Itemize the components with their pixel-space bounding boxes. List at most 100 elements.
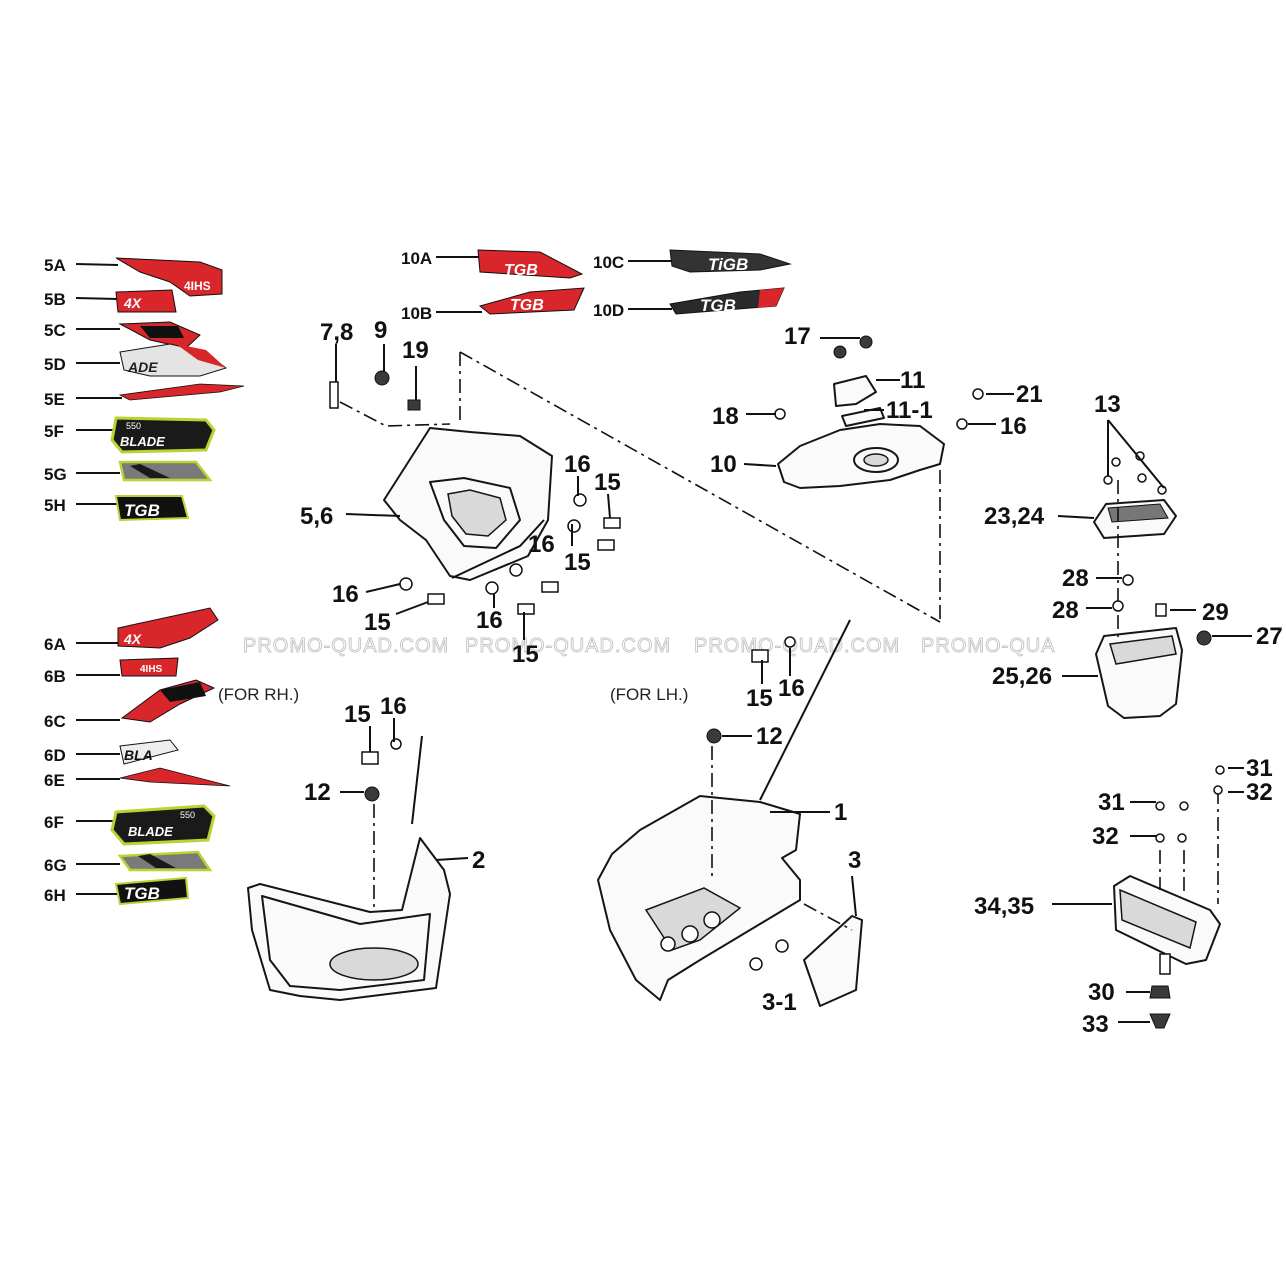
watermark-row: PROMO-QUAD.COM PROMO-QUAD.COM PROMO-QUAD…	[243, 635, 1056, 658]
decal-5f-cc: 550	[126, 421, 141, 431]
note-for-lh: (FOR LH.)	[610, 685, 688, 704]
label-6h: 6H	[44, 886, 66, 905]
label-10a: 10A	[401, 249, 432, 268]
callout-34-35: 34,35	[974, 893, 1034, 920]
decal-5d: 5D ADE	[44, 343, 228, 377]
decal-6f-cc: 550	[180, 810, 195, 820]
callout-12-b: 12	[756, 723, 783, 750]
label-5d: 5D	[44, 355, 66, 374]
label-6d: 6D	[44, 746, 66, 765]
callout-11: 11	[900, 367, 925, 394]
note-for-rh: (FOR RH.)	[218, 685, 299, 704]
label-5b: 5B	[44, 290, 66, 309]
decal-6c: 6C	[44, 679, 216, 731]
label-5a: 5A	[44, 256, 66, 275]
callout-15-a: 15	[594, 469, 621, 496]
decal-6a-text: 4X	[123, 631, 143, 647]
decal-10a-text: TGB	[504, 262, 538, 279]
decal-6d: 6D BLA	[44, 739, 179, 765]
hardware	[329, 335, 1225, 971]
watermark-4: PROMO-QUA	[921, 635, 1056, 657]
label-10c: 10C	[593, 253, 624, 272]
callout-16-g: 16	[778, 675, 805, 702]
callout-15-d: 15	[512, 641, 539, 668]
callout-15-c: 15	[364, 609, 391, 636]
decal-6f-text: BLADE	[128, 824, 173, 839]
callout-31-b: 31	[1098, 789, 1125, 816]
callout-31-a: 31	[1246, 755, 1273, 782]
mount-bracket	[1113, 875, 1221, 1029]
callout-30: 30	[1088, 979, 1115, 1006]
label-6b: 6B	[44, 667, 66, 686]
decal-6h: 6H TGB	[44, 876, 190, 906]
assembly-lines	[339, 351, 1219, 931]
decal-group-10: 10A TGB 10B TGB 10C TiGB 10D TGB	[401, 249, 792, 323]
watermark-2: PROMO-QUAD.COM	[465, 635, 671, 657]
decal-6e: 6E	[44, 767, 231, 790]
callout-15-f: 15	[746, 685, 773, 712]
callout-18: 18	[712, 403, 739, 430]
callout-16-c: 16	[332, 581, 359, 608]
front-side-panel	[383, 427, 553, 581]
decal-group-5: 5A 4IHS 5B 4X 5C 5D ADE 5E	[44, 256, 245, 522]
callout-5-6: 5,6	[300, 503, 333, 530]
decal-6g: 6G	[44, 850, 213, 875]
callout-33: 33	[1082, 1011, 1109, 1038]
storage-box-assembly	[1093, 499, 1212, 719]
decal-5d-text: ADE	[127, 359, 158, 375]
callout-28-a: 28	[1062, 565, 1089, 592]
decal-5b: 5B 4X	[44, 289, 177, 313]
label-10d: 10D	[593, 301, 624, 320]
decal-5c: 5C	[44, 321, 201, 349]
label-6g: 6G	[44, 856, 67, 875]
callout-9: 9	[374, 317, 387, 344]
callout-16-a: 16	[564, 451, 591, 478]
callout-29: 29	[1202, 599, 1229, 626]
decal-10b-text: TGB	[510, 297, 544, 314]
rear-fender-panel	[777, 375, 945, 489]
callout-32-a: 32	[1246, 779, 1273, 806]
callout-1: 1	[834, 799, 847, 826]
callout-16-f: 16	[380, 693, 407, 720]
decal-5h: 5H TGB	[44, 495, 190, 522]
callout-7-8: 7,8	[320, 319, 353, 346]
decal-6d-text: BLA	[124, 747, 153, 763]
decal-5h-text: TGB	[124, 501, 160, 520]
callout-13: 13	[1094, 391, 1121, 418]
label-10b: 10B	[401, 304, 432, 323]
callout-28-b: 28	[1052, 597, 1079, 624]
decal-5g: 5G	[44, 460, 213, 484]
callout-12-a: 12	[304, 779, 331, 806]
callout-16-b: 16	[528, 531, 555, 558]
decal-10a: 10A TGB	[401, 249, 584, 279]
decal-6b-text: 4IHS	[140, 664, 163, 675]
decal-10d-text: TGB	[700, 296, 736, 315]
watermark-1: PROMO-QUAD.COM	[243, 635, 449, 657]
callout-2: 2	[472, 847, 485, 874]
callout-27: 27	[1256, 623, 1283, 650]
decal-5a: 5A 4IHS	[44, 256, 223, 297]
decal-5a-text: 4IHS	[184, 279, 211, 293]
callouts: 7,8 9 19 5,6 16 15 16 15 16 15 16 15 17 …	[300, 317, 1283, 1038]
callout-3-1: 3-1	[762, 989, 797, 1016]
decal-10c: 10C TiGB	[593, 249, 792, 274]
callout-15-b: 15	[564, 549, 591, 576]
label-6c: 6C	[44, 712, 66, 731]
label-5g: 5G	[44, 465, 67, 484]
side-cover	[803, 915, 863, 1007]
callout-16-d: 16	[476, 607, 503, 634]
callout-17: 17	[784, 323, 811, 350]
callout-23-24: 23,24	[984, 503, 1045, 530]
footwell-left	[597, 619, 851, 1001]
decal-6a: 6A 4X	[44, 607, 219, 654]
callout-11-1: 11-1	[886, 397, 933, 424]
label-6f: 6F	[44, 813, 64, 832]
decal-6b: 6B 4IHS	[44, 657, 179, 686]
callout-10: 10	[710, 451, 737, 478]
callout-19: 19	[402, 337, 429, 364]
callout-16-e: 16	[1000, 413, 1027, 440]
decal-10c-text: TiGB	[708, 255, 748, 274]
decal-5e: 5E	[44, 383, 245, 409]
label-5c: 5C	[44, 321, 66, 340]
